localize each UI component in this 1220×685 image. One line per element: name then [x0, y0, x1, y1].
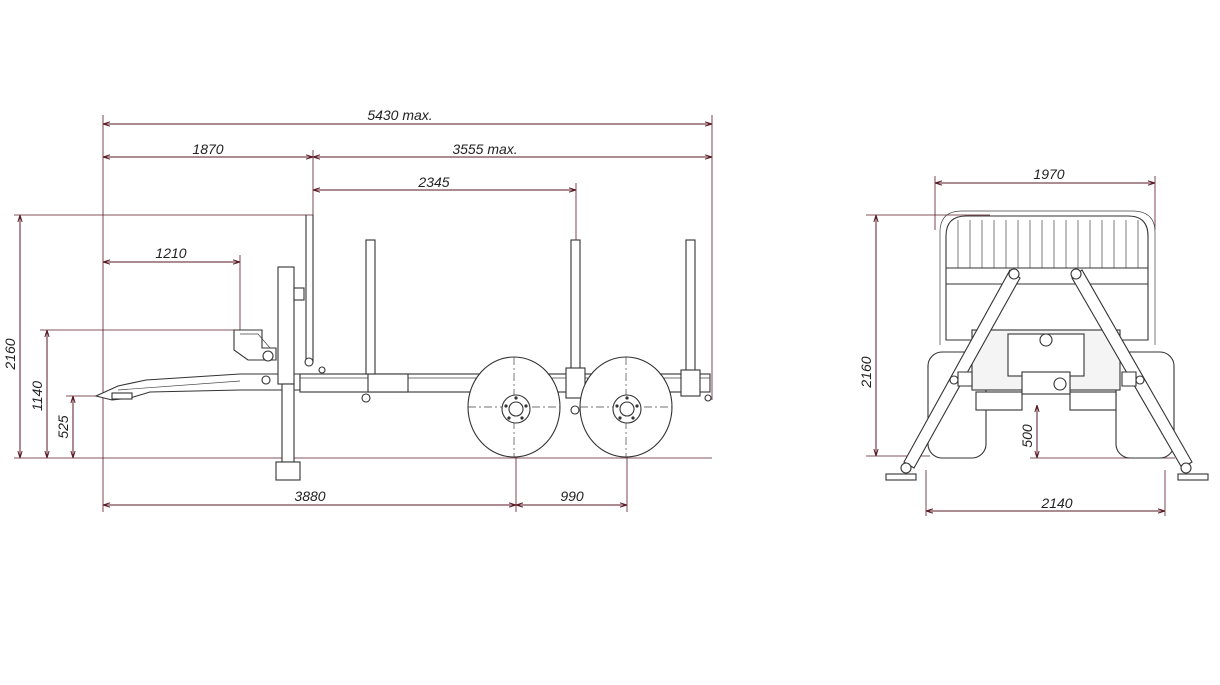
dim-ground-clearance: 500: [1019, 424, 1035, 448]
side-dimension-lines: [20, 124, 712, 505]
left-outrigger: [885, 268, 1021, 481]
dim-rear-total-height: 2160: [858, 356, 874, 388]
right-outrigger: [1070, 268, 1209, 481]
dim-wheelbase: 990: [560, 488, 584, 504]
dim-drawbar-height: 1140: [29, 381, 45, 411]
dim-side-total-height: 2160: [2, 338, 18, 370]
front-wheel: [467, 356, 561, 458]
dim-axle-position: 3880: [294, 488, 325, 504]
rear-dimension-lines: [876, 183, 1165, 511]
rear-view: 1970 2160 500 2140: [858, 166, 1209, 516]
rear-trailer-body: [885, 210, 1209, 481]
dim-hitch-height: 525: [55, 415, 71, 439]
side-trailer-body: [94, 215, 712, 481]
side-view: 5430 max. 1870 3555 max. 2345 1210 2160 …: [2, 107, 713, 512]
dim-frame-width: 1970: [1033, 166, 1064, 182]
dim-outrigger-width: 2140: [1040, 495, 1072, 511]
dim-front-section: 1870: [192, 141, 223, 157]
rear-wheel: [579, 356, 673, 458]
dim-drawbar-length: 1210: [155, 245, 186, 261]
grille-bars: [957, 220, 1139, 268]
dim-stake-spacing: 2345: [417, 174, 449, 190]
dim-rear-section: 3555 max.: [452, 141, 517, 157]
dim-total-length: 5430 max.: [367, 107, 432, 123]
